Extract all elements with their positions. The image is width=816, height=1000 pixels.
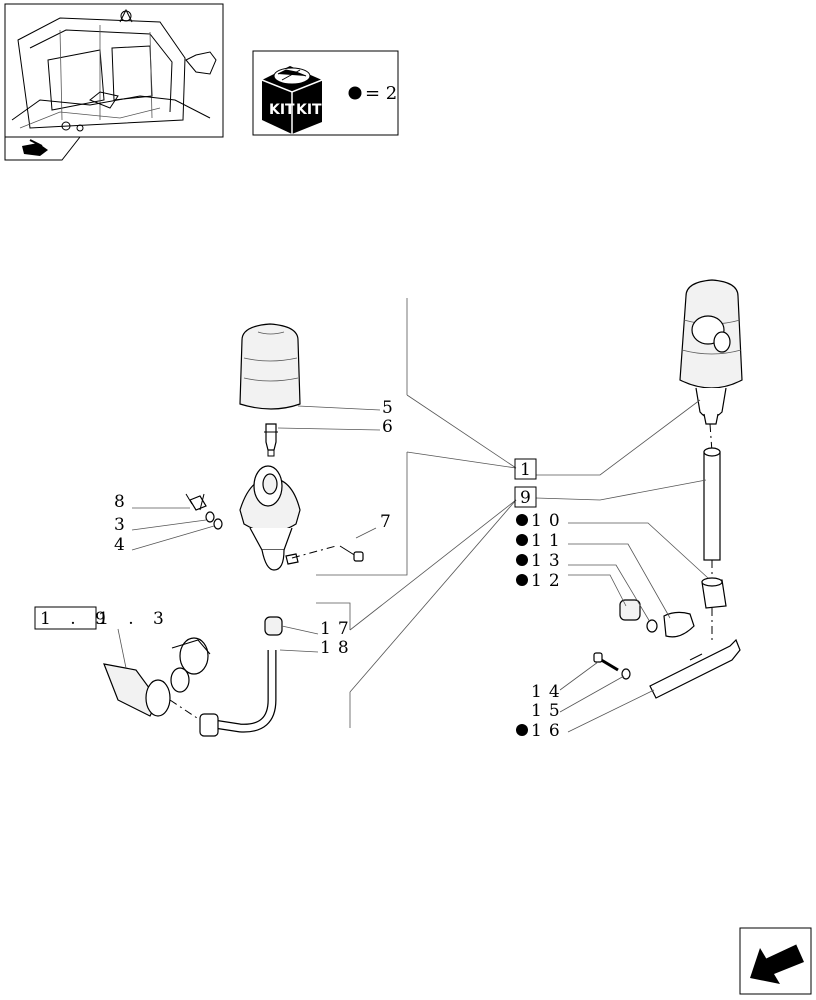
callout-9-box bbox=[514, 486, 537, 508]
screw-7 bbox=[339, 545, 364, 562]
bracket-arm bbox=[649, 638, 741, 699]
callout-15: 15 bbox=[531, 701, 567, 721]
kit-cube-icon: KIT KIT bbox=[261, 66, 323, 134]
leader-lines bbox=[131, 394, 709, 733]
washer-4 bbox=[213, 518, 223, 530]
callout-13: 13 bbox=[531, 551, 567, 571]
cable-cap bbox=[264, 616, 283, 636]
callout-4: 4 bbox=[114, 535, 132, 555]
callout-11: 11 bbox=[531, 531, 567, 551]
callout-7: 7 bbox=[380, 512, 398, 532]
kit-right-label: KIT bbox=[296, 102, 322, 118]
kit-bullet-icon bbox=[516, 724, 528, 736]
callout-17: 17 bbox=[320, 619, 356, 639]
lamp-base bbox=[239, 465, 301, 571]
callout-18: 18 bbox=[320, 638, 356, 658]
washer-11 bbox=[646, 619, 658, 633]
socket-connector bbox=[103, 637, 211, 721]
kit-legend: KIT KIT = 2 bbox=[252, 50, 399, 136]
bulb bbox=[264, 423, 278, 457]
tube-holder bbox=[701, 577, 727, 609]
washer-3 bbox=[205, 511, 215, 523]
kit-bullet-icon bbox=[516, 534, 528, 546]
callout-12: 12 bbox=[531, 571, 567, 591]
cable bbox=[199, 650, 277, 737]
callout-8: 8 bbox=[114, 492, 132, 512]
wing-nut bbox=[185, 493, 207, 511]
callout-5: 5 bbox=[382, 398, 400, 418]
callout-9: 9 bbox=[520, 488, 538, 508]
reference-suffix: 1 . 3 bbox=[98, 609, 171, 629]
mount-tube bbox=[703, 447, 721, 561]
kit-bullet-icon bbox=[348, 86, 362, 100]
rubber-block bbox=[619, 599, 641, 621]
kit-bullet-icon bbox=[516, 554, 528, 566]
kit-left-label: KIT bbox=[269, 102, 295, 118]
clamp bbox=[663, 611, 695, 638]
beacon-lamp-left bbox=[239, 323, 301, 410]
callout-1-box bbox=[514, 458, 537, 480]
callout-16: 16 bbox=[531, 721, 567, 741]
reference-link[interactable]: 1 . 9 1 . 3 bbox=[34, 606, 171, 669]
washer-15 bbox=[621, 668, 631, 680]
tractor-thumbnail-icon[interactable] bbox=[4, 3, 224, 138]
thumbnail-tab[interactable] bbox=[4, 136, 81, 161]
callout-3: 3 bbox=[114, 515, 132, 535]
callout-1: 1 bbox=[520, 460, 538, 480]
callout-6: 6 bbox=[382, 417, 400, 437]
callout-10: 10 bbox=[531, 511, 567, 531]
arrow-next-icon[interactable] bbox=[739, 927, 812, 995]
kit-bullet-icon bbox=[516, 574, 528, 586]
reference-boxed: 1 . 9 bbox=[40, 609, 113, 629]
kit-quantity-note: = 2 bbox=[365, 83, 397, 104]
bolt-14 bbox=[593, 652, 619, 672]
callout-14: 14 bbox=[531, 682, 567, 702]
kit-bullet-icon bbox=[516, 514, 528, 526]
beacon-lamp-right bbox=[679, 279, 743, 425]
